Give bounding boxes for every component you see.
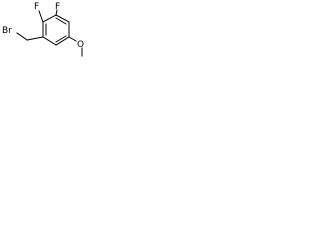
benzene-ring [42,14,70,46]
bond-to-f-top-left [38,10,44,23]
atom-bromine: Br [2,26,12,36]
molecule-diagram: F F O Br [2,2,84,57]
atom-f-top-right: F [55,2,60,12]
ring-double-bond-bottom-right [55,35,67,43]
bond-ch2-to-br [16,32,28,41]
atom-f-top-left: F [34,2,39,12]
ring-double-bond-top-right [55,17,67,25]
ring-bond-bottom-left [42,36,57,46]
ring-bond-bottom-right [55,36,70,46]
ring-bond-top-right [55,14,70,23]
ring-bond-top-left [42,14,57,23]
bond-to-f-top-right [55,9,58,16]
atom-methoxy-o: O [77,40,84,50]
bond-ring-to-ch2 [26,36,44,41]
bond-to-methoxy-o [68,36,77,42]
structure-canvas: F F O Br [0,0,113,66]
